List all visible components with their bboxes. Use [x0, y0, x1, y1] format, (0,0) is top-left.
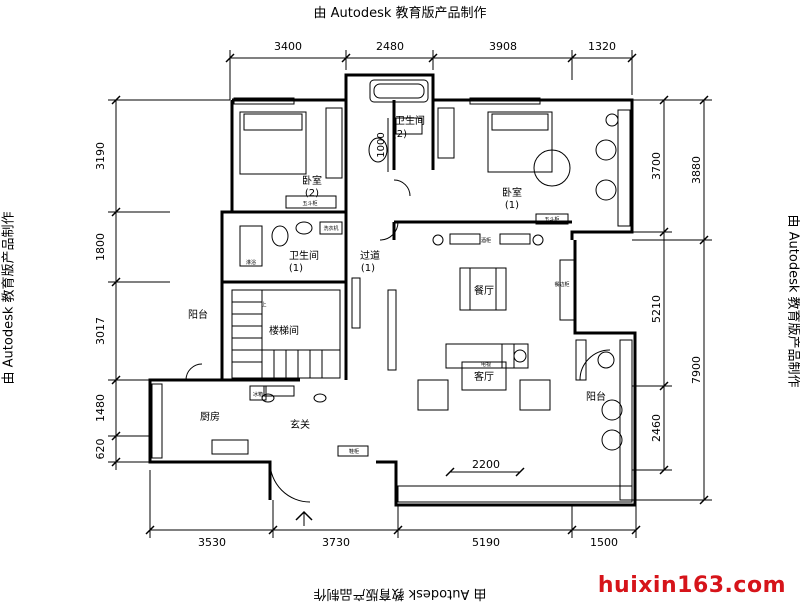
dim-bath2: 1000: [376, 132, 387, 157]
dim-right-inner-3: 2460: [650, 414, 663, 442]
dim-bottom-2: 3730: [322, 536, 350, 549]
dim-right-outer-1: 3880: [690, 156, 703, 184]
room-bath-2-num: (2): [393, 129, 407, 140]
room-bedroom-1: 卧室: [502, 186, 522, 199]
dim-right-outer-2: 7900: [690, 356, 703, 384]
dim-left-4: 1480: [94, 394, 107, 422]
dim-top-4: 1320: [588, 40, 616, 53]
room-bedroom-2: 卧室: [302, 174, 322, 187]
label-wardrobe-1: 五斗柜: [544, 216, 559, 223]
label-shower: 淋浴: [246, 259, 256, 266]
room-kitchen: 厨房: [200, 410, 220, 423]
dim-top-3: 3908: [489, 40, 517, 53]
label-tv: 电视: [481, 361, 491, 368]
room-living: 客厅: [474, 370, 494, 383]
dim-bottom-4: 1500: [590, 536, 618, 549]
room-corridor-num: (1): [361, 263, 375, 274]
room-bath-1: 卫生间: [289, 249, 319, 262]
room-dining: 餐厅: [474, 284, 494, 297]
dim-left-1: 3190: [94, 142, 107, 170]
dim-left-3: 3017: [94, 317, 107, 345]
room-entry: 玄关: [290, 418, 310, 431]
label-wardrobe-2: 五斗柜: [302, 200, 317, 207]
room-balcony-right: 阳台: [586, 390, 606, 403]
room-balcony-left: 阳台: [188, 308, 208, 321]
dim-inner: 2200: [472, 458, 500, 471]
dim-top-2: 2480: [376, 40, 404, 53]
room-bath-1-num: (1): [289, 263, 303, 274]
dim-bottom-1: 3530: [198, 536, 226, 549]
dim-left-5: 620: [94, 439, 107, 460]
room-bedroom-1-num: (1): [505, 200, 519, 211]
label-dining-cabinet: 餐边柜: [554, 281, 569, 288]
room-bedroom-2-num: (2): [305, 188, 319, 199]
label-washer: 洗衣机: [323, 225, 338, 232]
dim-right-inner-2: 5210: [650, 295, 663, 323]
label-fridge: 冰箱: [253, 391, 263, 398]
dim-bottom-3: 5190: [472, 536, 500, 549]
label-up: 上: [261, 301, 266, 308]
room-bath-2: 卫生间: [395, 114, 425, 127]
label-shoe-cabinet: 鞋柜: [349, 448, 359, 455]
room-corridor: 过道: [360, 249, 380, 262]
dim-top-1: 3400: [274, 40, 302, 53]
room-stair: 楼梯间: [269, 324, 299, 337]
dim-left-2: 1800: [94, 233, 107, 261]
label-wine-cabinet: 酒柜: [481, 237, 491, 244]
dim-right-inner-1: 3700: [650, 152, 663, 180]
